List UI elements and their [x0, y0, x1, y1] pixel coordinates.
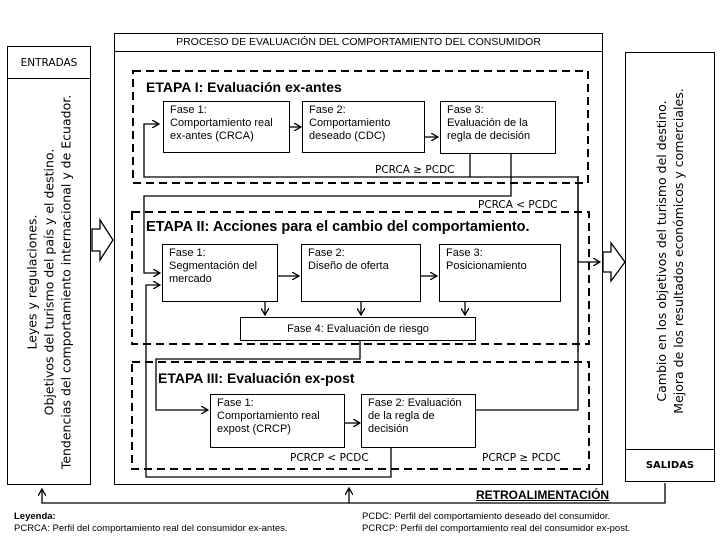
- fase-label: Fase 3:: [447, 104, 484, 116]
- etapa2-frame: [131, 211, 590, 345]
- fase-label: Fase 2:: [309, 104, 346, 116]
- etapa2-fase4: Fase 4: Evaluación de riesgo: [240, 317, 476, 341]
- etapa2-fase1: Fase 1: Segmentación del mercado: [162, 244, 278, 302]
- block-arrow-entradas-icon: [91, 217, 114, 263]
- fase-label: Fase 1:: [170, 104, 207, 116]
- etapa1-fase2: Fase 2: Comportamiento deseado (CDC): [302, 101, 425, 153]
- fase-label: Fase 2:: [308, 247, 345, 259]
- etapa3-fase1: Fase 1: Comportamiento real expost (CRCP…: [210, 394, 345, 448]
- fase-text: de la regla de decisión: [368, 410, 435, 435]
- cond-pcrcp-lt: PCRCP < PCDC: [290, 452, 369, 464]
- line-pcrca-lt: [143, 154, 512, 273]
- fase-label: Fase 1:: [217, 397, 254, 409]
- fase-text: Evaluación de la regla de decisión: [447, 117, 531, 142]
- etapa2-fase3: Fase 3: Posicionamiento: [439, 244, 561, 302]
- fase-label: Fase 3:: [446, 247, 483, 259]
- etapa1-fase1: Fase 1: Comportamiento real ex-antes (CR…: [163, 101, 290, 153]
- fase-text: Diseño de oferta: [308, 260, 389, 272]
- fase-text: Segmentación del mercado: [169, 260, 258, 285]
- fase-text: Comportamiento real expost (CRCP): [217, 410, 320, 435]
- fase-label: Fase 2: Evaluación: [368, 397, 462, 409]
- legend-item-pcdc: PCDC: Perfil del comportamiento deseado …: [362, 511, 611, 522]
- entradas-panel: ENTRADAS Leyes y regulaciones. Objetivos…: [7, 46, 91, 485]
- legend-item-pcrcp: PCRCP: Perfil del comportamiento real de…: [362, 523, 631, 534]
- cond-pcrca-lt: PCRCA < PCDC: [478, 199, 558, 211]
- etapa2-title: ETAPA II: Acciones para el cambio del co…: [146, 219, 530, 235]
- etapa3-frame: [131, 361, 590, 470]
- salidas-panel: Cambio en los objetivos del turismo del …: [625, 52, 715, 482]
- etapa2-fase2: Fase 2: Diseño de oferta: [301, 244, 421, 302]
- fase-text: Comportamiento real ex-antes (CRCA): [170, 117, 273, 142]
- loop-pcrcp-lt: [145, 285, 392, 478]
- feedback-label: RETROALIMENTACIÓN: [476, 488, 610, 502]
- legend-title: Leyenda:: [14, 511, 56, 522]
- cond-pcrcp-ge: PCRCP ≥ PCDC: [482, 452, 561, 464]
- etapa3-title: ETAPA III: Evaluación ex-post: [158, 370, 355, 386]
- entradas-header: ENTRADAS: [8, 47, 90, 79]
- proceso-header: PROCESO DE EVALUACIÓN DEL COMPORTAMIENTO…: [115, 34, 602, 52]
- legend-item-pcrca: PCRCA: Perfil del comportamiento real de…: [14, 523, 288, 534]
- etapa1-title: ETAPA I: Evaluación ex-antes: [146, 79, 342, 95]
- etapa1-fase3: Fase 3: Evaluación de la regla de decisi…: [440, 101, 556, 154]
- salidas-header: SALIDAS: [626, 449, 714, 481]
- etapa3-fase2: Fase 2: Evaluación de la regla de decisi…: [361, 394, 476, 448]
- line-e3-exit: [475, 176, 579, 411]
- cond-pcrca-ge: PCRCA ≥ PCDC: [375, 164, 455, 176]
- fase-text: Posicionamiento: [446, 260, 527, 272]
- line-f4-to-e3: [155, 340, 361, 410]
- loop-pcrca-ge: [143, 124, 471, 178]
- fase-text: Comportamiento deseado (CDC): [309, 117, 391, 142]
- feedback-line: [42, 483, 666, 504]
- fase-label: Fase 1:: [169, 247, 206, 259]
- block-arrow-salidas-icon: [602, 241, 626, 283]
- etapa1-frame: [132, 70, 589, 184]
